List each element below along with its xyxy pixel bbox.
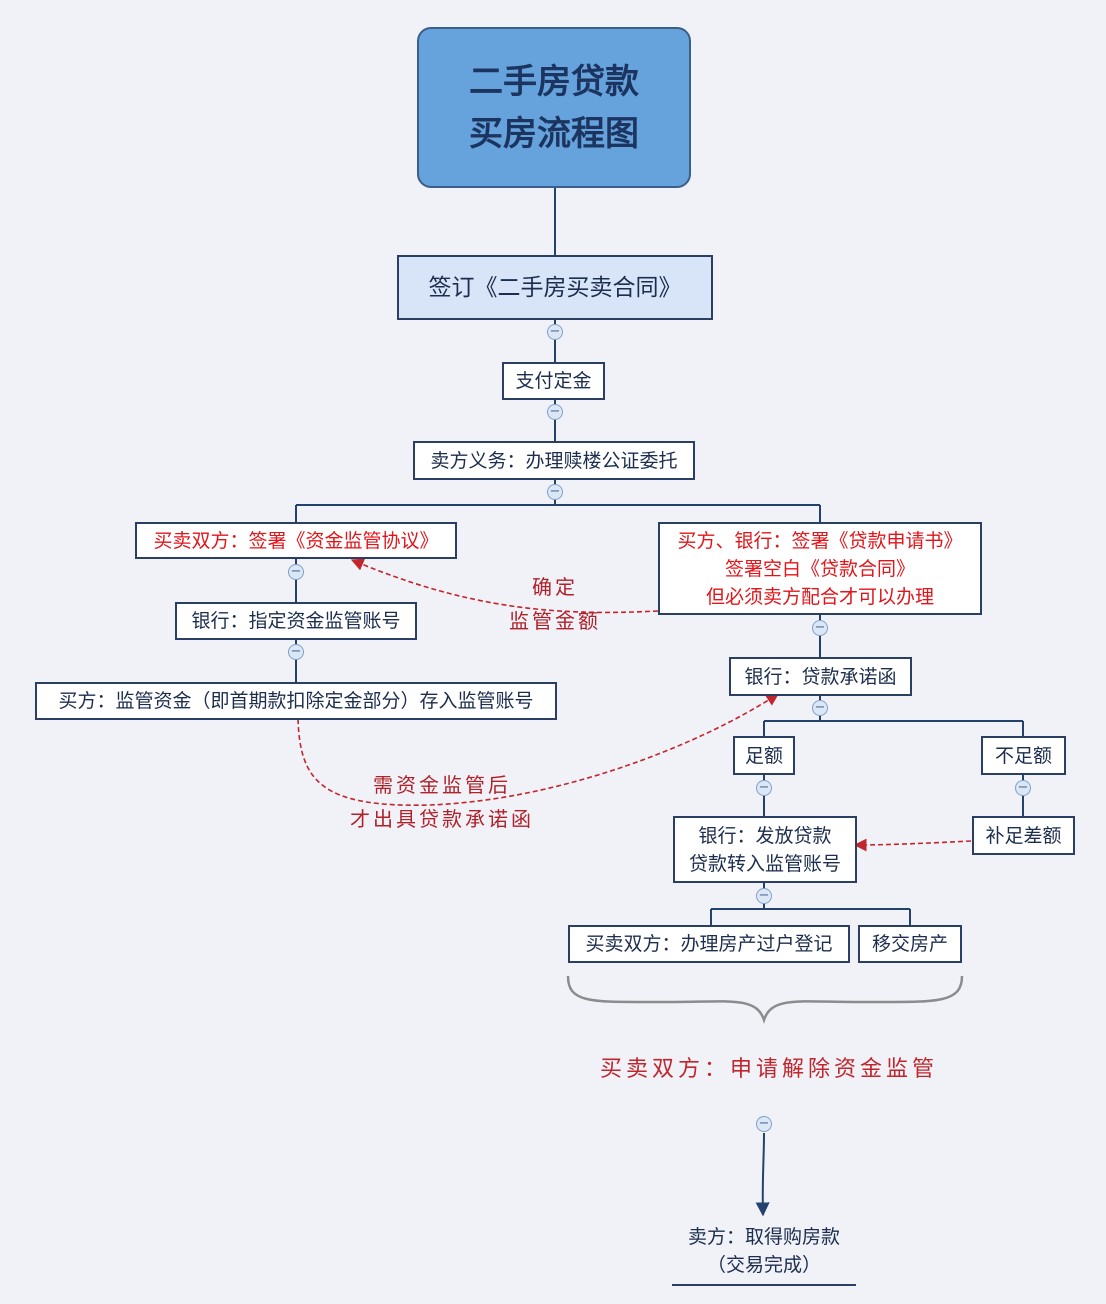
node-seller-receives-payment[interactable]: 卖方：取得购房款 （交易完成）	[672, 1218, 856, 1286]
arrow-confirm-amount	[350, 558, 659, 614]
final-line1: 卖方：取得购房款	[687, 1226, 840, 1248]
annotation-confirm-amount: 确定 监管金额	[495, 570, 615, 638]
collapse-toggle-deposit[interactable]: −	[547, 404, 563, 420]
collapse-toggle-supervision[interactable]: −	[288, 564, 304, 580]
title-line1: 二手房贷款	[469, 61, 639, 102]
arrow-need-supervision	[297, 693, 780, 806]
node-deposit-funds[interactable]: 买方：监管资金（即首期款扣除定金部分）存入监管账号	[35, 682, 557, 720]
annotation-confirm-line1: 确定	[532, 575, 578, 599]
node-release-supervision[interactable]: 买卖双方：申请解除资金监管	[600, 1057, 939, 1082]
collapse-toggle-buyer-bank[interactable]: −	[812, 620, 828, 636]
node-disburse-loan[interactable]: 银行：发放贷款 贷款转入监管账号	[673, 816, 857, 883]
node-sign-contract[interactable]: 签订《二手房买卖合同》	[397, 255, 713, 320]
disburse-line2: 贷款转入监管账号	[688, 852, 841, 875]
node-transfer-registration[interactable]: 买卖双方：办理房产过户登记	[568, 925, 850, 963]
annotation-confirm-line2: 监管金额	[509, 609, 601, 633]
node-insufficient[interactable]: 不足额	[981, 736, 1066, 775]
node-loan-commitment[interactable]: 银行：贷款承诺函	[729, 657, 912, 696]
annotation-need-line1: 需资金监管后	[373, 773, 511, 797]
collapse-toggle-sufficient[interactable]: −	[756, 780, 772, 796]
annotation-need-supervision: 需资金监管后 才出具贷款承诺函	[332, 768, 552, 836]
disburse-line1: 银行：发放贷款	[698, 824, 832, 847]
node-seller-duty[interactable]: 卖方义务：办理赎楼公证委托	[413, 441, 695, 480]
node-designate-account[interactable]: 银行：指定资金监管账号	[175, 602, 417, 640]
group-brace	[566, 975, 964, 1024]
node-sufficient[interactable]: 足额	[733, 736, 795, 775]
buyer-bank-line2: 签署空白《贷款合同》	[724, 557, 915, 580]
collapse-toggle-seller-duty[interactable]: −	[547, 484, 563, 500]
final-line2: （交易完成）	[706, 1254, 821, 1276]
connector-release-final	[755, 1132, 770, 1217]
node-pay-deposit[interactable]: 支付定金	[502, 362, 605, 400]
buyer-bank-line1: 买方、银行：签署《贷款申请书》	[677, 529, 963, 552]
node-hand-over-property[interactable]: 移交房产	[858, 925, 962, 963]
collapse-toggle-release[interactable]: −	[756, 1116, 772, 1132]
collapse-toggle-insufficient[interactable]: −	[1015, 780, 1031, 796]
title-box: 二手房贷款 买房流程图	[417, 27, 691, 188]
annotation-need-line2: 才出具贷款承诺函	[350, 807, 534, 831]
collapse-toggle-designate-account[interactable]: −	[288, 644, 304, 660]
title-line2: 买房流程图	[469, 113, 639, 154]
arrow-make-up-difference	[853, 838, 972, 852]
buyer-bank-line3: 但必须卖方配合才可以办理	[705, 585, 934, 608]
node-buyer-bank-loan-application[interactable]: 买方、银行：签署《贷款申请书》 签署空白《贷款合同》 但必须卖方配合才可以办理	[658, 522, 982, 615]
node-sign-supervision-agreement[interactable]: 买卖双方：签署《资金监管协议》	[135, 522, 457, 559]
collapse-toggle-disburse[interactable]: −	[756, 888, 772, 904]
collapse-toggle-contract[interactable]: −	[547, 324, 563, 340]
collapse-toggle-commitment[interactable]: −	[812, 700, 828, 716]
node-make-up-difference[interactable]: 补足差额	[972, 816, 1075, 855]
